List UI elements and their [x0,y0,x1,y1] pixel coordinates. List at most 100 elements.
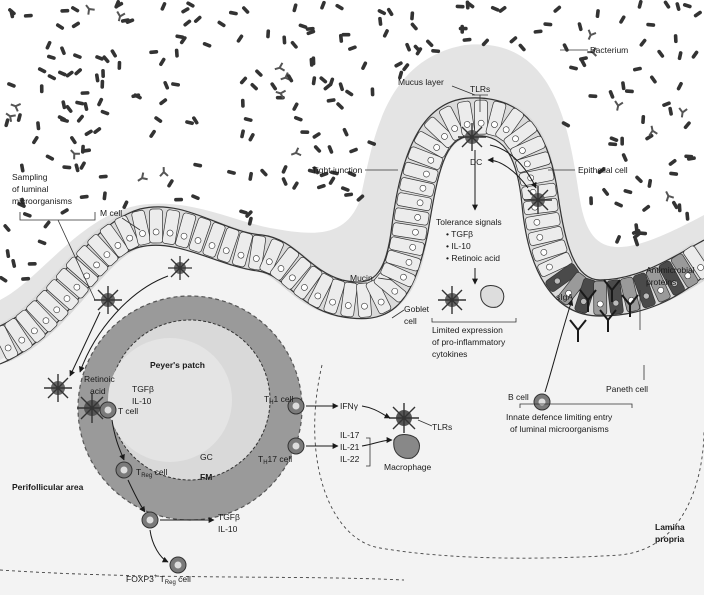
label-sampling-2: of luminal [12,184,48,194]
b-cell [534,394,550,410]
bacterium [229,10,239,15]
bacterium [674,34,678,43]
bacterium [344,192,353,197]
bacterium [327,145,334,155]
th17-cell [288,438,304,454]
label-bacterium: Bacterium [590,45,628,55]
bacterium [149,129,157,138]
bacterium [282,35,286,44]
label-ifng: IFNγ [340,401,359,411]
antibody [274,63,285,73]
bacterium [543,22,552,26]
bacterium [292,3,298,13]
bacterium [240,129,245,139]
bacterium [298,23,308,29]
label-dc: DC [470,157,482,167]
label-lamina-1: Lamina [655,522,685,532]
bacterium [70,5,80,13]
bacterium [676,81,683,91]
bacterium [186,1,196,9]
bacterium [319,76,328,85]
label-mucin: Mucin [350,273,373,283]
antibody [290,148,301,159]
label-il21: IL-21 [340,442,360,452]
bacterium [31,135,39,145]
bacterium [281,177,288,187]
bacterium [227,170,237,176]
bacterium [619,15,627,25]
bacterium [292,102,299,112]
antibody [9,101,20,112]
bacterium [340,186,350,193]
bacterium [326,98,335,103]
bacterium [328,176,336,186]
bacterium [609,136,619,143]
bacterium [682,3,692,9]
bacterium [74,67,83,76]
cell-nucleus [153,229,159,235]
bacterium [621,81,626,90]
bacterium [642,204,651,212]
bacterium [248,172,253,181]
treg-cell [116,462,132,478]
bacterium [154,115,163,123]
label-tight-junction: Tight junction [312,165,363,175]
foxp3-treg-cell [170,557,186,573]
bacterium [669,171,678,176]
bacterium [410,22,419,31]
bacterium [312,76,317,85]
bacterium [668,106,673,116]
label-il10: IL-10 [132,396,152,406]
bacterium [431,49,440,53]
antibody [613,101,623,111]
label-sampling-1: Sampling [12,172,48,182]
bacterium [22,212,32,219]
antibody [663,190,674,202]
bacterium [74,163,80,173]
bacterium [243,117,253,123]
label-goblet-1: Goblet [404,304,430,314]
bacterium [37,239,47,246]
bacterium [76,114,84,123]
bacterium [634,175,643,184]
bacterium [677,51,682,61]
epithelial-cell [474,100,487,134]
bacterium [62,165,71,169]
bacterium [241,99,245,108]
bacterium [149,50,158,54]
bacterium [40,84,44,93]
bacterium [95,55,105,62]
bacterium [73,53,83,60]
bacterium [614,201,624,208]
bacterium [43,220,51,229]
bacterium [102,191,107,200]
label-il22: IL-22 [340,454,360,464]
cell-nucleus [361,303,367,309]
bacterium [691,50,699,59]
bacterium [250,82,259,91]
label-innate-2: of luminal microorganisms [510,424,609,434]
bacterium [75,100,85,105]
dendritic-cell-lower [44,374,72,402]
label-tgfb: TGFβ [132,384,154,394]
bacterium [60,46,67,56]
bacterium [191,194,201,201]
t-cell-naive [100,402,116,418]
label-epithelial-cell: Epithelial cell [578,165,628,175]
treg-cell-2 [142,512,158,528]
bacterium [60,208,70,216]
bacterium [79,161,87,171]
bacterium [608,142,617,146]
label-siga: sIgA [556,292,573,302]
bacterium [254,69,263,78]
bacterium [402,63,410,72]
bacterium [466,0,470,9]
bacterium [459,27,468,31]
bacterium [0,275,8,283]
bacterium [601,187,609,196]
bacterium [45,154,55,161]
bacterium [637,0,643,9]
label-limited-2: of pro-inflammatory [432,337,506,347]
bacterium [641,115,645,124]
